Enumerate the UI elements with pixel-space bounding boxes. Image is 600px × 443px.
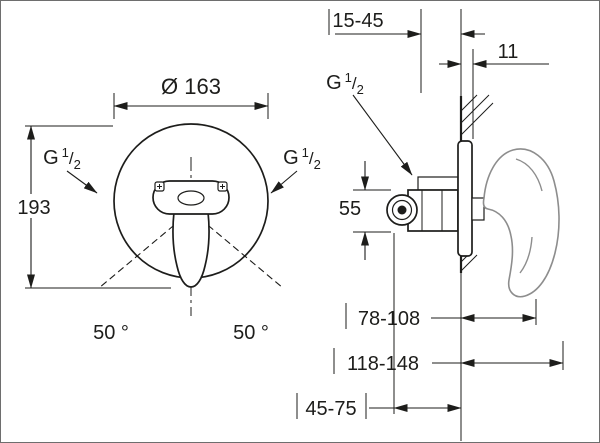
projection-dimension: 78-108 [345,299,537,330]
supply-connection [386,194,418,226]
leader-line [352,94,413,176]
hatch-line [460,94,478,112]
height-label: 193 [17,197,50,219]
plate-thickness-label: 11 [498,41,519,63]
total-projection-dimension: 118-148 [333,341,564,375]
hatch-line [460,102,494,136]
lever-handle-side [482,148,560,298]
lever-contour-line [519,236,533,274]
thread-numerator: 1 [302,145,309,160]
thread-slash: / [69,149,74,168]
hatch-line [460,94,490,124]
leader-line [66,170,98,194]
hatch-line [460,254,478,272]
cartridge-stem [471,197,485,221]
thread-prefix: G [326,72,342,94]
connection-bore [397,205,407,215]
angle-label-right: 50 ° [233,322,269,344]
valve-height-dimension: 55 [339,161,391,260]
lever-contour-line [515,158,543,192]
angle-label-left: 50 ° [93,322,129,344]
inlet-depth-dimension: 45-75 [296,233,462,420]
diameter-label: Ø 163 [161,74,221,99]
thread-denominator: 2 [357,82,364,97]
thread-prefix: G [283,147,299,169]
valve-height-label: 55 [339,198,361,220]
height-dimension: 193 [17,125,171,289]
thread-slash: / [352,74,357,93]
swing-angle-line-left [98,210,192,289]
leader-line [270,170,298,194]
diameter-dimension: Ø 163 [113,74,269,119]
wall-hatching [460,94,494,272]
plate-thickness-dimension: 11 [439,41,549,139]
thread-numerator: 1 [62,145,69,160]
swing-angle-line-right [190,210,284,289]
mounting-depth-label: 15-45 [332,10,383,32]
inlet-depth-label: 45-75 [305,398,356,420]
cartridge-dome [177,190,205,206]
thread-prefix: G [43,147,59,169]
projection-label: 78-108 [358,308,420,330]
thread-denominator: 2 [74,157,81,172]
thread-slash: / [309,149,314,168]
inlet-pipe [417,176,459,191]
screw-left [154,181,165,192]
thread-denominator: 2 [314,157,321,172]
label-mask [17,194,51,218]
total-projection-label: 118-148 [347,353,419,375]
mounting-depth-dimension: 15-45 [328,9,485,93]
escutcheon-side [457,140,473,257]
lever-handle-front [172,211,210,288]
thread-numerator: 1 [345,70,352,85]
screw-right [217,181,228,192]
